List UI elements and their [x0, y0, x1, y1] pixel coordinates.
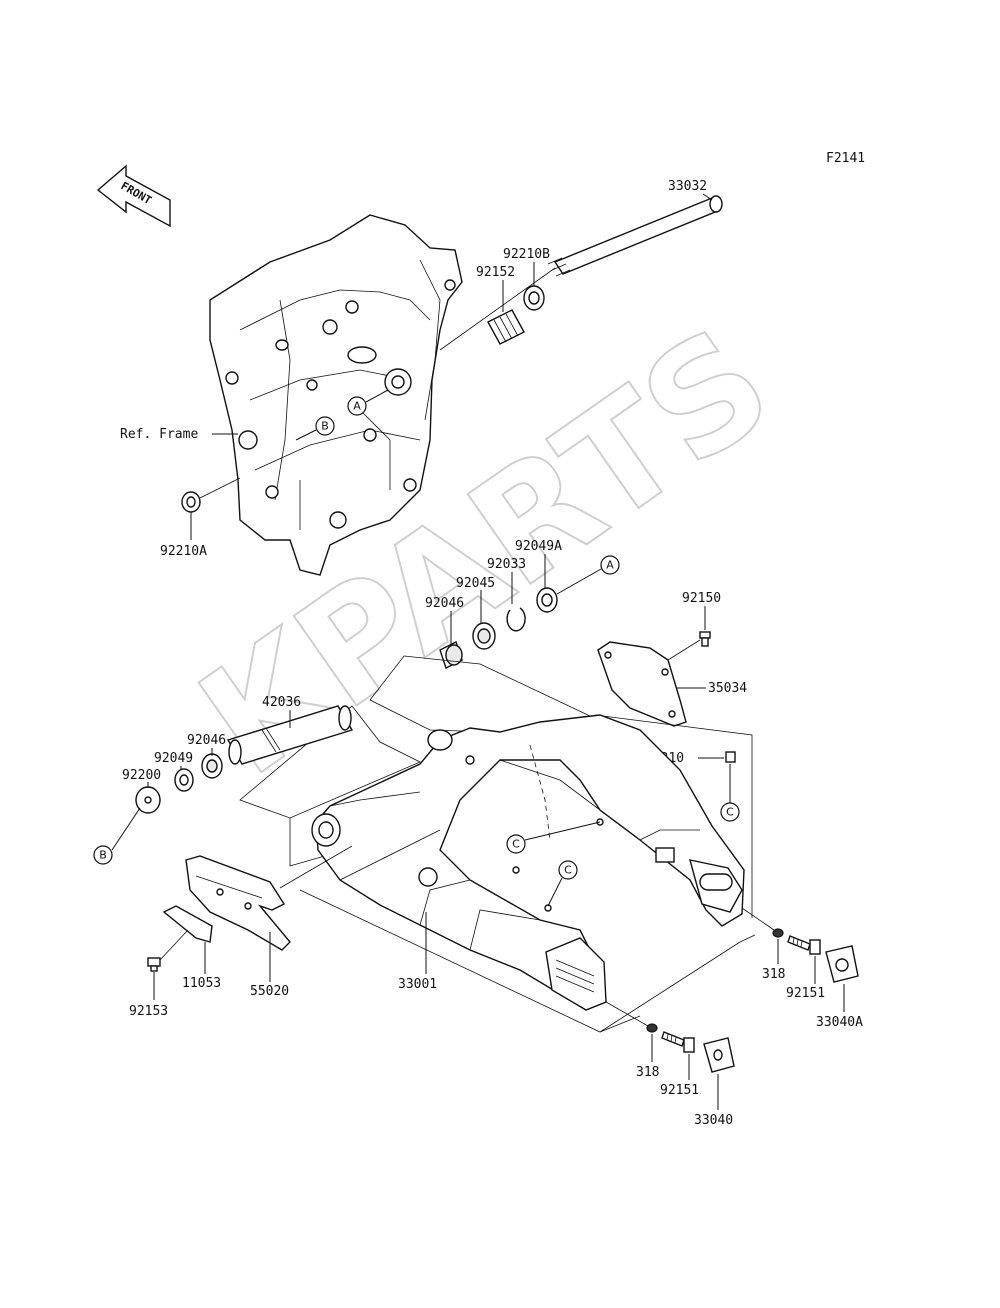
- ref-text-c: C: [726, 806, 734, 819]
- bolt-92151-upper: [787, 935, 821, 955]
- part-label-92049a: 92049A: [515, 539, 562, 554]
- part-label-92033: 92033: [487, 557, 526, 572]
- part-label-42036: 42036: [262, 695, 301, 710]
- part-label-92200: 92200: [122, 768, 161, 783]
- swingarm-33001: [311, 714, 745, 1011]
- part-label-92045: 92045: [456, 576, 495, 591]
- ref-marker-b-washer: B: [93, 845, 113, 865]
- bracket-11053: [162, 905, 213, 943]
- bolt-92150: [699, 631, 711, 647]
- part-label-55020: 55020: [250, 984, 289, 999]
- part-label-11053: 11053: [182, 976, 221, 991]
- bolt-92151-lower: [661, 1031, 695, 1053]
- part-label-92153: 92153: [129, 1004, 168, 1019]
- part-label-92152: 92152: [476, 265, 515, 280]
- ref-text-b: B: [321, 420, 329, 433]
- figure-code: F2141: [826, 151, 865, 166]
- part-label-92210a: 92210A: [160, 544, 207, 559]
- part-label-92046-left: 92046: [187, 733, 226, 748]
- ref-marker-c-arm-2: C: [558, 860, 578, 880]
- collar-92210b: [523, 285, 545, 311]
- part-label-92046-right: 92046: [425, 596, 464, 611]
- part-label-33032: 33032: [668, 179, 707, 194]
- part-label-33040a: 33040A: [816, 1015, 863, 1030]
- nut-318-lower: [646, 1023, 658, 1033]
- bearing-92045: [472, 622, 496, 650]
- adjuster-33040a: [825, 945, 859, 983]
- snap-ring-92033: [506, 607, 526, 632]
- adjuster-33040: [703, 1037, 735, 1073]
- ref-text-c-2: C: [512, 838, 520, 851]
- bearing-92046-left: [201, 753, 223, 779]
- screw-92153: [147, 957, 161, 972]
- oil-seal-92049: [174, 768, 194, 792]
- washer-92200: [135, 786, 161, 814]
- ref-marker-a-seal: A: [600, 555, 620, 575]
- part-label-92151-upper: 92151: [786, 986, 825, 1001]
- part-label-318-lower: 318: [636, 1065, 659, 1080]
- front-arrow-icon: FRONT: [96, 164, 171, 228]
- ref-marker-a-frame: A: [347, 396, 367, 416]
- spacer-tube-42036: [226, 705, 354, 765]
- part-label-35034: 35034: [708, 681, 747, 696]
- part-label-33001: 33001: [398, 977, 437, 992]
- part-label-92049: 92049: [154, 751, 193, 766]
- frame-label: Ref. Frame: [120, 427, 198, 442]
- ref-text-c-3: C: [564, 864, 572, 877]
- ref-marker-c-arm-1: C: [506, 834, 526, 854]
- frame-drawing: [209, 214, 463, 576]
- chain-cover-35034: [597, 641, 687, 727]
- ref-text-a: A: [353, 400, 361, 413]
- part-label-33040: 33040: [694, 1113, 733, 1128]
- chain-slider-55020: [185, 855, 291, 951]
- ref-text-a-2: A: [606, 559, 614, 572]
- collar-92210a: [181, 491, 201, 513]
- bushing-92152: [487, 309, 525, 345]
- oil-seal-92049a: [536, 587, 558, 613]
- part-label-92151-lower: 92151: [660, 1083, 699, 1098]
- ref-marker-b-frame: B: [315, 416, 335, 436]
- nut-318-upper: [772, 928, 784, 938]
- part-label-92150: 92150: [682, 591, 721, 606]
- ref-marker-c-fitting: C: [720, 802, 740, 822]
- grease-fitting-92210: [725, 751, 736, 763]
- part-label-318-upper: 318: [762, 967, 785, 982]
- part-label-92210b: 92210B: [503, 247, 550, 262]
- ref-text-b-2: B: [99, 849, 107, 862]
- pivot-shaft: [547, 195, 723, 277]
